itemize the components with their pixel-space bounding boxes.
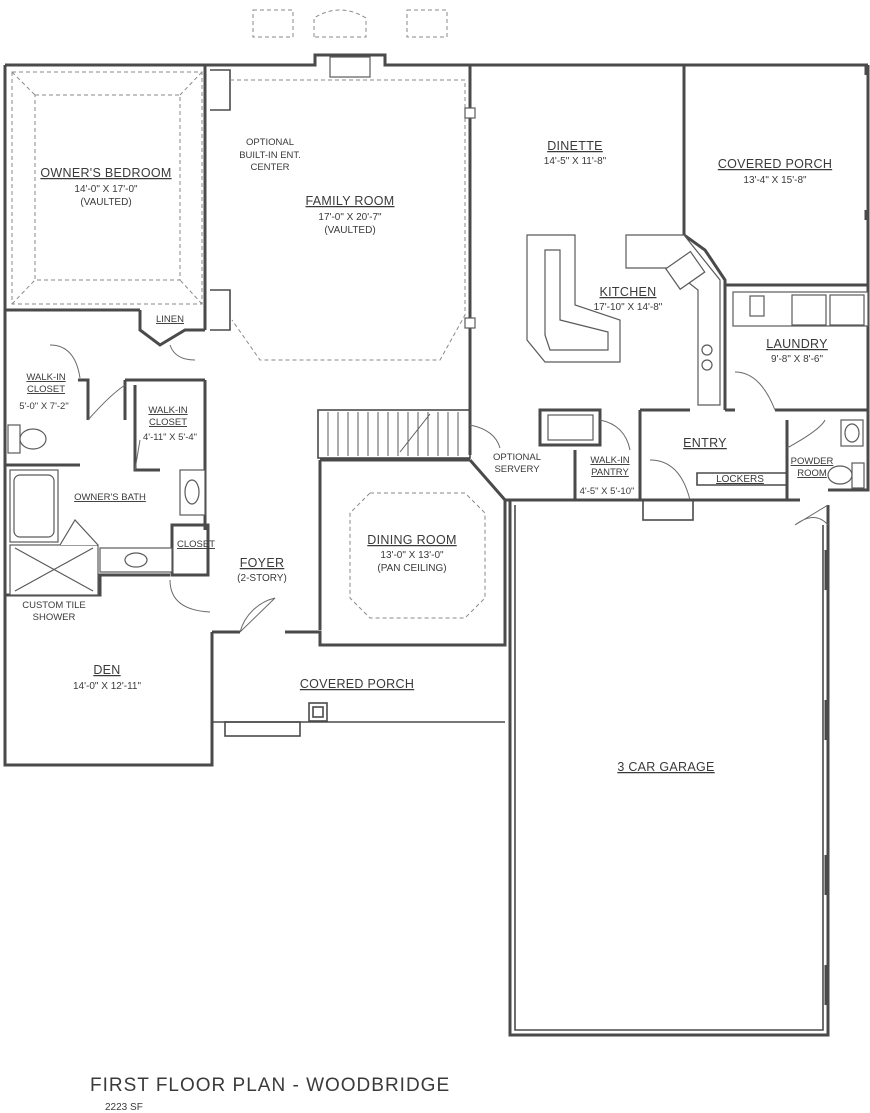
kitchen-name: KITCHEN [600,285,657,299]
servery-line-1: OPTIONAL [493,452,541,463]
den-dims: 14'-0" X 12'-11" [73,681,141,692]
family-room-name: FAMILY ROOM [306,194,395,208]
owners-bedroom-dims: 14'-0" X 17'-0" [74,184,138,195]
powder-room-line-2: ROOM [797,468,827,479]
kitchen-counters [547,234,721,441]
family-room-vault-lines [230,79,476,361]
shower-line-2: SHOWER [33,612,76,623]
front-porch-outline [211,645,505,737]
interior-walls [5,65,868,630]
closet2-line-1: WALK-IN [148,405,187,416]
builtin-line-3: CENTER [250,162,289,173]
bedroom-vault-lines [11,71,203,305]
rear-porch-dims: 13'-4" X 15'-8" [743,175,807,186]
room-labels: OWNER'S BEDROOM 14'-0" X 17'-0" (VAULTED… [19,137,833,774]
dining-room-name: DINING ROOM [367,533,456,547]
shower-line-1: CUSTOM TILE [22,600,86,611]
fireplace [329,56,371,78]
rear-window-outlines [252,9,448,38]
laundry-fixtures [732,291,869,327]
plan-title: FIRST FLOOR PLAN - WOODBRIDGE [90,1075,450,1096]
family-room-note: (VAULTED) [324,225,375,236]
door-swings [49,344,829,633]
owners-bedroom-note: (VAULTED) [80,197,131,208]
dining-pan-ceiling [349,492,486,619]
closet1-line-1: WALK-IN [26,372,65,383]
builtin-line-2: BUILT-IN ENT. [239,150,301,161]
den-name: DEN [93,663,120,677]
staircase [317,409,471,459]
builtin-line-1: OPTIONAL [246,137,294,148]
front-porch-name: COVERED PORCH [300,677,414,691]
plan-area: 2223 SF [105,1102,143,1113]
linen-name: LINEN [156,314,184,325]
entry-name: ENTRY [683,436,727,450]
kitchen-island [526,234,621,363]
foyer-note: (2-STORY) [237,573,287,584]
family-room-dims: 17'-0" X 20'-7" [318,212,382,223]
closet1-line-2: CLOSET [27,384,65,395]
dining-room-note: (PAN CEILING) [377,563,446,574]
garage-door-marks [824,65,868,1005]
dinette-name: DINETTE [547,139,603,153]
laundry-name: LAUNDRY [766,337,828,351]
pantry-dims: 4'-5" X 5'-10" [580,486,635,497]
bath-fixtures [7,419,865,596]
dining-room-dims: 13'-0" X 13'-0" [380,550,444,561]
closet1-dims: 5'-0" X 7'-2" [19,401,68,412]
rear-porch-name: COVERED PORCH [718,157,832,171]
closet2-line-2: CLOSET [149,417,187,428]
stair-break-line [399,413,431,453]
kitchen-dims: 17'-10" X 14'-8" [594,302,663,313]
closet-name: CLOSET [177,539,215,550]
owners-bedroom-name: OWNER'S BEDROOM [40,166,171,180]
foyer-name: FOYER [240,556,285,570]
laundry-dims: 9'-8" X 8'-6" [771,354,824,365]
garage-name: 3 CAR GARAGE [617,760,714,774]
closet2-dims: 4'-11" X 5'-4" [143,432,197,443]
pantry-line-1: WALK-IN [590,455,629,466]
owners-bath-name: OWNER'S BATH [74,492,146,503]
powder-room-line-1: POWDER [791,456,834,467]
dinette-dims: 14'-5" X 11'-8" [544,156,607,167]
servery-line-2: SERVERY [494,464,540,475]
lockers-name: LOCKERS [716,474,764,485]
plan-title-block: FIRST FLOOR PLAN - WOODBRIDGE 2223 SF [90,1075,450,1113]
pantry-line-2: PANTRY [591,467,629,478]
